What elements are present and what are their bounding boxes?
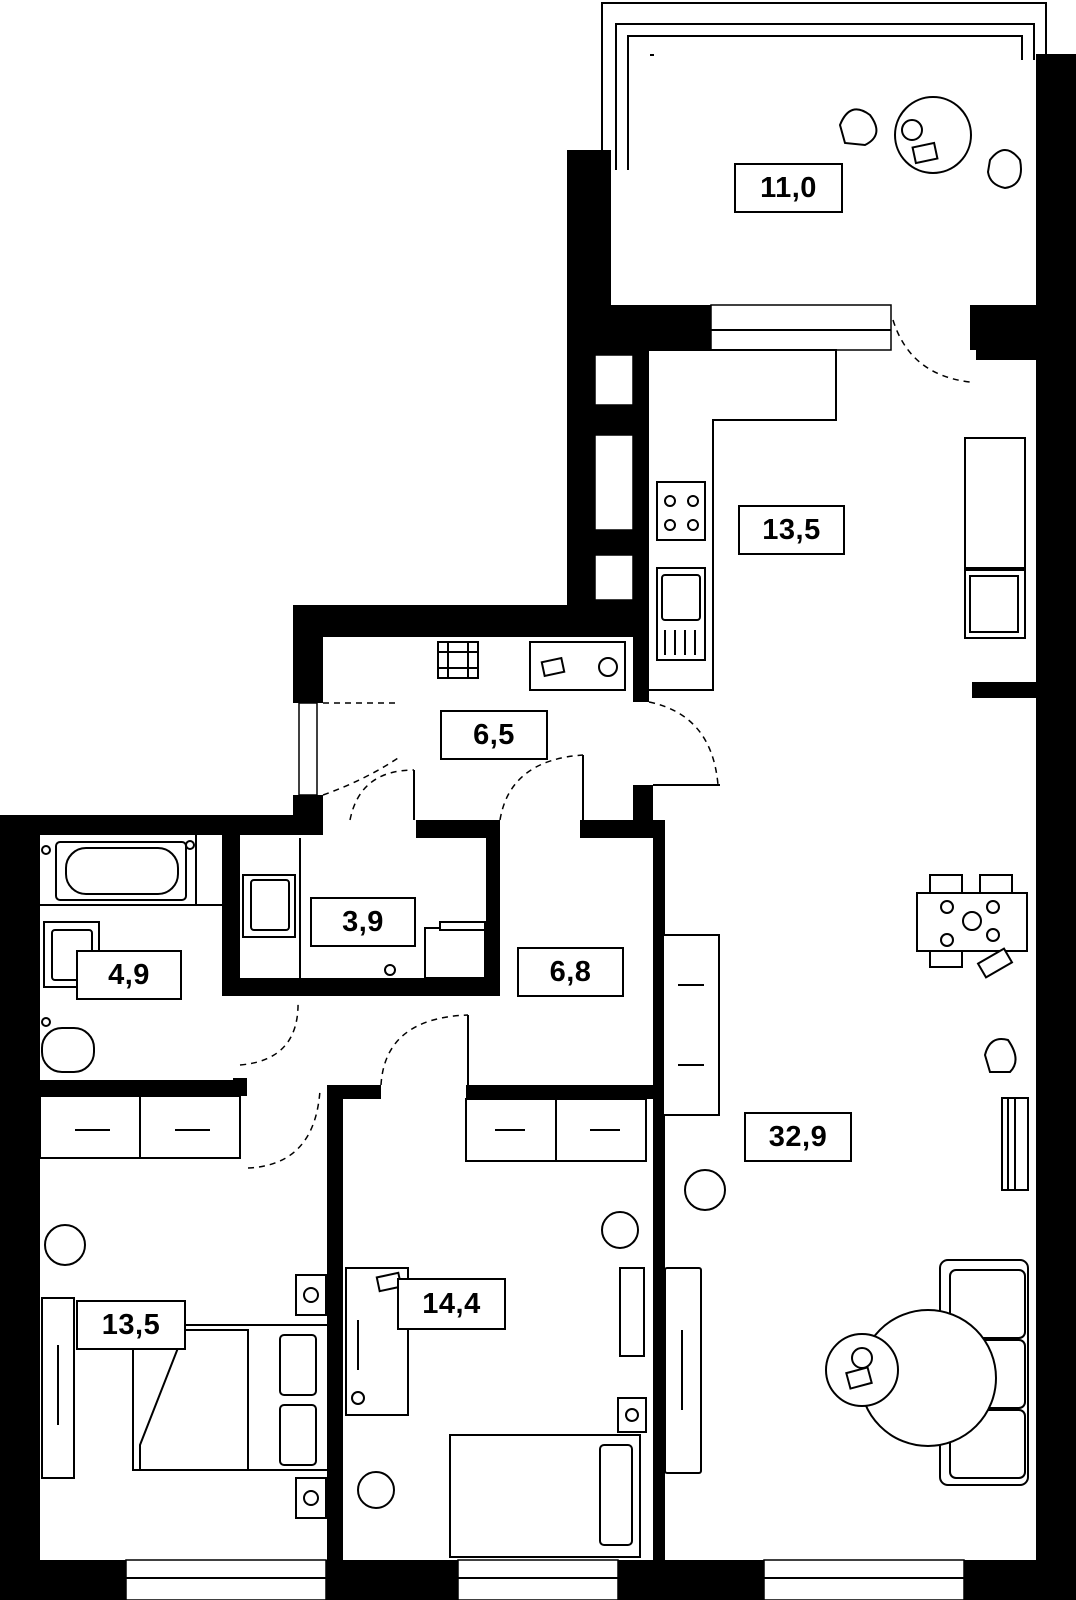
wardrobes — [39, 934, 720, 1162]
balcony-table — [838, 96, 1022, 190]
wc-fixtures — [242, 838, 486, 979]
room-area-label-balcony: 11,0 — [734, 163, 843, 213]
hallway-furniture — [437, 641, 626, 691]
room-area-label-bathroom: 4,9 — [76, 950, 182, 1000]
kids-room-furniture — [345, 1211, 647, 1558]
room-area-label-hallway: 6,5 — [440, 710, 548, 760]
interior-lines — [40, 349, 837, 1085]
room-area-label-bedroom: 13,5 — [76, 1300, 186, 1350]
room-area-label-kids-room: 14,4 — [397, 1278, 506, 1330]
balcony-frame — [601, 2, 1047, 170]
kitchen-furniture — [656, 437, 1026, 661]
room-area-label-corridor: 6,8 — [517, 947, 624, 997]
room-area-label-kitchen: 13,5 — [738, 505, 845, 555]
door-swings — [239, 319, 971, 1169]
windows — [125, 304, 965, 1600]
room-area-label-wc: 3,9 — [310, 897, 416, 947]
room-area-label-living-room: 32,9 — [744, 1112, 852, 1162]
bedroom-furniture — [41, 1224, 329, 1519]
living-room-furniture — [664, 874, 1029, 1486]
walls — [0, 54, 1076, 1600]
